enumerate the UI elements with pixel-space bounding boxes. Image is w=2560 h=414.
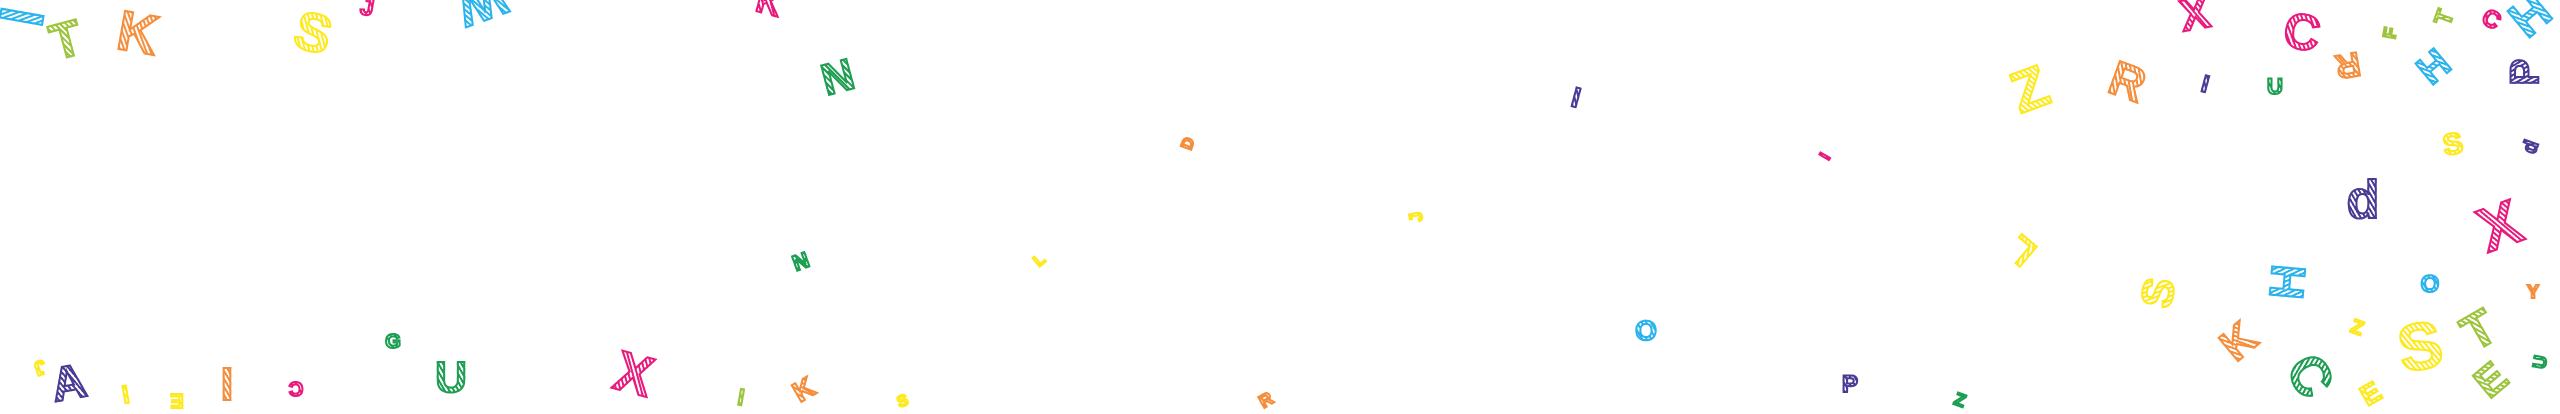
- letter: F: [2378, 25, 2402, 41]
- letter: Z: [2346, 315, 2367, 342]
- letter: A: [46, 353, 91, 413]
- letter: P: [1841, 371, 1859, 398]
- letter: K: [786, 370, 821, 409]
- letter: R: [2101, 51, 2154, 115]
- letter: S: [2131, 273, 2186, 312]
- letter: Y: [2526, 282, 2540, 302]
- letter: Z: [2001, 52, 2059, 127]
- letter: R: [2332, 43, 2365, 87]
- letter: U: [2266, 74, 2284, 99]
- letter: S: [2439, 126, 2466, 164]
- letter: C: [2273, 343, 2346, 409]
- letter: E: [2354, 374, 2388, 412]
- letter: G: [384, 331, 402, 353]
- letter: K: [751, 0, 787, 26]
- letter: d: [2518, 136, 2545, 157]
- letter: X: [607, 337, 661, 410]
- letter: E: [2464, 352, 2518, 408]
- letter: H: [2497, 0, 2560, 49]
- letter: N: [815, 49, 860, 107]
- letter: X: [2468, 186, 2532, 267]
- letter: T: [43, 8, 89, 72]
- letter: O: [1634, 315, 1658, 346]
- letter: J: [30, 354, 50, 380]
- letter: O: [2420, 271, 2441, 298]
- letter: K: [2210, 312, 2268, 372]
- letter: C: [2476, 3, 2507, 37]
- letter: P: [2502, 58, 2548, 87]
- letter: D: [1178, 134, 1200, 153]
- letter: H: [2260, 261, 2318, 302]
- letter: l: [735, 384, 747, 412]
- letter: W: [449, 0, 515, 38]
- letter: U: [2528, 353, 2552, 371]
- letter: L: [1999, 225, 2046, 274]
- letter: X: [2175, 0, 2214, 42]
- letter: L: [1029, 250, 1049, 271]
- letter: I: [1567, 81, 1585, 115]
- letter: J: [1404, 209, 1427, 224]
- letter: H: [2408, 40, 2460, 94]
- letter: T: [2451, 297, 2507, 363]
- letter: S: [287, 0, 339, 68]
- letter: N: [788, 246, 813, 277]
- letter: S: [894, 391, 912, 413]
- letter: d: [2346, 170, 2381, 230]
- letter: R: [1254, 387, 1277, 413]
- letter: C: [2278, 0, 2325, 63]
- letter: S: [2391, 305, 2449, 388]
- letter: T: [2428, 5, 2460, 30]
- letter: U: [434, 353, 468, 402]
- letter: Z: [1950, 388, 1969, 413]
- letter: E: [169, 388, 184, 412]
- letter: I: [1816, 150, 1835, 164]
- letter: C: [288, 376, 304, 400]
- letter: J: [357, 0, 377, 23]
- letter: I: [220, 357, 235, 411]
- letter: I: [2197, 70, 2212, 100]
- letter: l: [119, 381, 132, 411]
- letter: K: [112, 0, 165, 68]
